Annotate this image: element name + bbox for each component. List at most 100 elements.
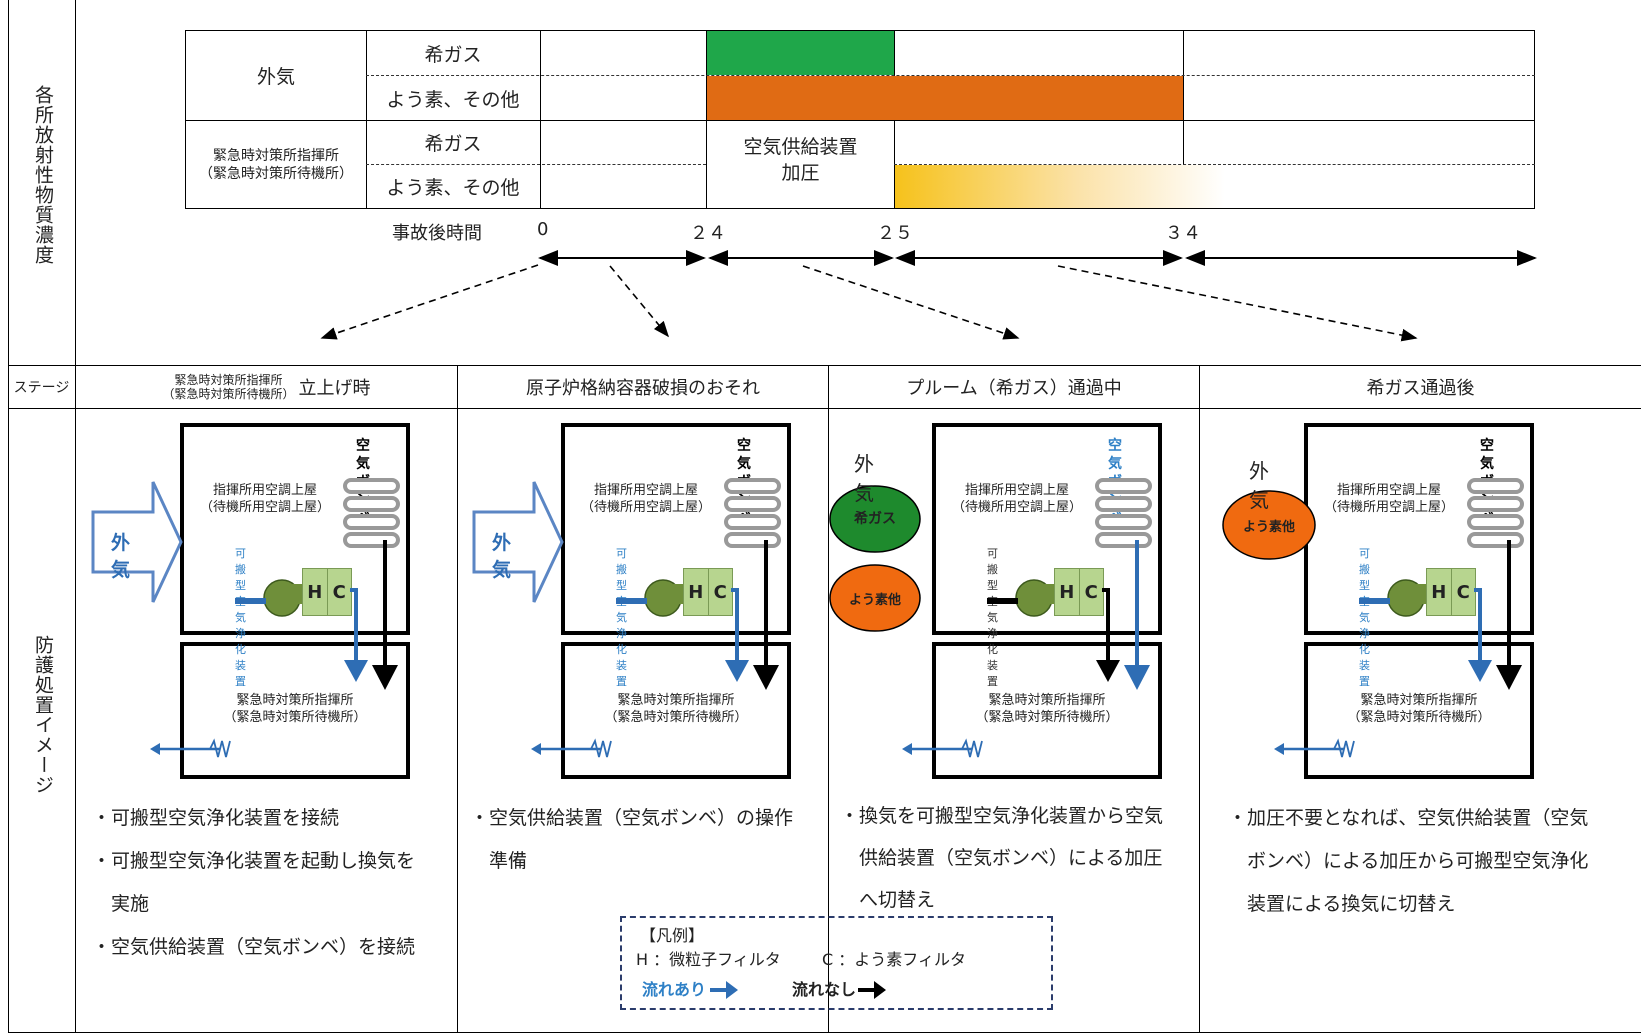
legend-title: 【凡例】: [640, 926, 705, 945]
room-label-2: （緊急時対策所待機所）: [1347, 710, 1491, 725]
room-label-1: 緊急時対策所指揮所: [988, 693, 1106, 708]
outside-air-cell: 外気: [256, 66, 295, 88]
iodine-center-gradient-bar: [895, 165, 1225, 208]
air-cylinder-label: 空気ボンベ: [1108, 437, 1122, 527]
noble-gas-circle-label: 希ガス: [854, 511, 896, 527]
iodine-row-2: よう素、その他: [386, 177, 520, 199]
table-col-3: [706, 30, 707, 209]
outside-label: 外気: [854, 452, 874, 505]
tick-24: ２４: [690, 223, 726, 244]
noble-gas-row-1: 希ガス: [424, 43, 482, 66]
air-cylinder-label: 空気ボンベ: [1480, 437, 1494, 527]
left-column-divider: [75, 0, 76, 1033]
room-label: 緊急時対策所指揮所（緊急時対策所待機所）: [581, 692, 771, 726]
timeline-label: 事故後時間: [392, 223, 482, 244]
outside-label: 外気: [1249, 459, 1269, 512]
bullet-line: 実施: [92, 893, 150, 915]
iodine-row-1: よう素、その他: [386, 88, 520, 111]
c-filter: C: [1456, 581, 1470, 603]
outside-air-arrow-label: 外気: [111, 532, 131, 581]
bullet-line: ・可搬型空気浄化装置を起動し換気を: [92, 850, 416, 872]
stage-1-title: 緊急時対策所指揮所 （緊急時対策所待機所） 立上げ時: [76, 366, 457, 408]
purifier-label: 可搬型空気浄化装置: [1359, 547, 1370, 688]
concentration-label: 各所放射性物質濃度: [32, 85, 54, 265]
h-filter: H: [303, 569, 328, 615]
legend-arrows: [710, 981, 886, 999]
room-label: 緊急時対策所指揮所（緊急時対策所待機所）: [200, 692, 390, 726]
air-cylinder-label: 空気ボンベ: [737, 437, 751, 527]
table-col-2: [540, 30, 541, 209]
building-label: 指揮所用空調上屋 （待機所用空調上屋）: [185, 482, 345, 516]
stage-1-small-2: （緊急時対策所待機所）: [162, 387, 295, 401]
center-line-1: 緊急時対策所指揮所: [213, 147, 339, 164]
tick-34: ３４: [1165, 223, 1201, 244]
air-cylinder-label: 空気ボンベ: [356, 437, 370, 527]
room-label-1: 緊急時対策所指揮所: [236, 693, 354, 708]
table-col-5: [1183, 30, 1184, 209]
building-label-2: （待機所用空調上屋）: [1323, 500, 1454, 515]
building-label-2: （待機所用空調上屋）: [580, 500, 711, 515]
air-supply-cell: 空気供給装置 加圧: [707, 130, 894, 190]
tick-0: 0: [537, 219, 549, 240]
air-label-2: ボンベ: [1108, 474, 1122, 526]
legend-c: C ：よう素フィルタ: [822, 950, 966, 969]
building-label-1: 指揮所用空調上屋: [593, 483, 698, 498]
concentration-table: [185, 30, 1535, 209]
stage-1-small-1: 緊急時対策所指揮所: [174, 373, 283, 387]
center-cell: 緊急時対策所指揮所 （緊急時対策所待機所）: [186, 121, 366, 208]
stage-1-main: 立上げ時: [298, 378, 371, 399]
air-label-1: 空気: [737, 438, 751, 472]
air-label-2: ボンベ: [356, 474, 370, 526]
air-label-2: ボンベ: [737, 474, 751, 526]
table-dash-top: [366, 75, 1535, 76]
noble-gas-outside-bar: [707, 31, 894, 75]
room-label-2: （緊急時対策所待機所）: [604, 710, 748, 725]
room-label-1: 緊急時対策所指揮所: [1360, 693, 1478, 708]
bullet-line: へ切替え: [840, 889, 936, 911]
col-divider-3: [1199, 365, 1200, 1033]
air-label-1: 空気: [1480, 438, 1494, 472]
building-label-1: 指揮所用空調上屋: [1336, 483, 1441, 498]
building-label: 指揮所用空調上屋（待機所用空調上屋）: [937, 482, 1097, 516]
stage-pointer-arrows: [320, 264, 1418, 342]
col-divider-1: [457, 365, 458, 1033]
noble-gas-row-2: 希ガス: [424, 133, 482, 155]
command-room-box: [932, 642, 1162, 779]
bullets-stage-2: ・空気供給装置（空気ボンベ）の操作 準備: [470, 797, 793, 883]
table-dash-bottom-b: [894, 164, 1535, 165]
h-filter: H: [684, 569, 709, 615]
bullets-stage-3: ・換気を可搬型空気浄化装置から空気 供給装置（空気ボンベ）による加圧 へ切替え: [840, 795, 1163, 921]
air-supply-line-2: 加圧: [781, 162, 820, 184]
bullet-line: ・換気を可搬型空気浄化装置から空気: [840, 805, 1164, 827]
table-dash-bottom-a: [366, 164, 706, 165]
stage-4-title: 希ガス通過後: [1366, 378, 1475, 399]
timeline-arrows: [320, 250, 1537, 342]
stage-row-bottom: [8, 408, 1641, 409]
purifier-label: 可搬型空気浄化装置: [235, 547, 246, 688]
ac-building-box: [561, 423, 791, 635]
legend-h: H ：微粒子フィルタ: [636, 950, 781, 969]
bullet-line: ・加圧不要となれば、空気供給装置（空気: [1228, 807, 1589, 829]
bullet-line: ボンベ）による加圧から可搬型空気浄化: [1228, 850, 1589, 872]
c-filter: C: [1084, 581, 1098, 603]
ac-building-box: [180, 423, 410, 635]
stage-label: ステージ: [13, 380, 70, 396]
table-col-1: [366, 30, 367, 209]
bullet-line: 装置による換気に切替え: [1228, 893, 1456, 915]
purifier-label: 可搬型空気浄化装置: [616, 547, 627, 688]
col-divider-2: [828, 365, 829, 1033]
protection-image-label: 防護処置イメージ: [32, 635, 54, 795]
bullets-stage-1: ・可搬型空気浄化装置を接続 ・可搬型空気浄化装置を起動し換気を 実施 ・空気供給…: [92, 797, 415, 969]
outside-air-arrow-label: 外気: [492, 532, 512, 581]
tick-25: ２５: [877, 223, 913, 244]
building-label-1: 指揮所用空調上屋: [212, 483, 317, 498]
building-label-2: （待機所用空調上屋）: [199, 500, 330, 515]
stage-1-small: 緊急時対策所指揮所 （緊急時対策所待機所）: [162, 373, 294, 401]
bullet-line: ・空気供給装置（空気ボンベ）の操作: [470, 807, 794, 829]
legend-blue-arrow: [710, 981, 738, 999]
building-label: 指揮所用空調上屋 （待機所用空調上屋）: [1309, 482, 1469, 516]
building-label-2: （待機所用空調上屋）: [951, 500, 1082, 515]
bullet-line: 準備: [470, 850, 528, 872]
